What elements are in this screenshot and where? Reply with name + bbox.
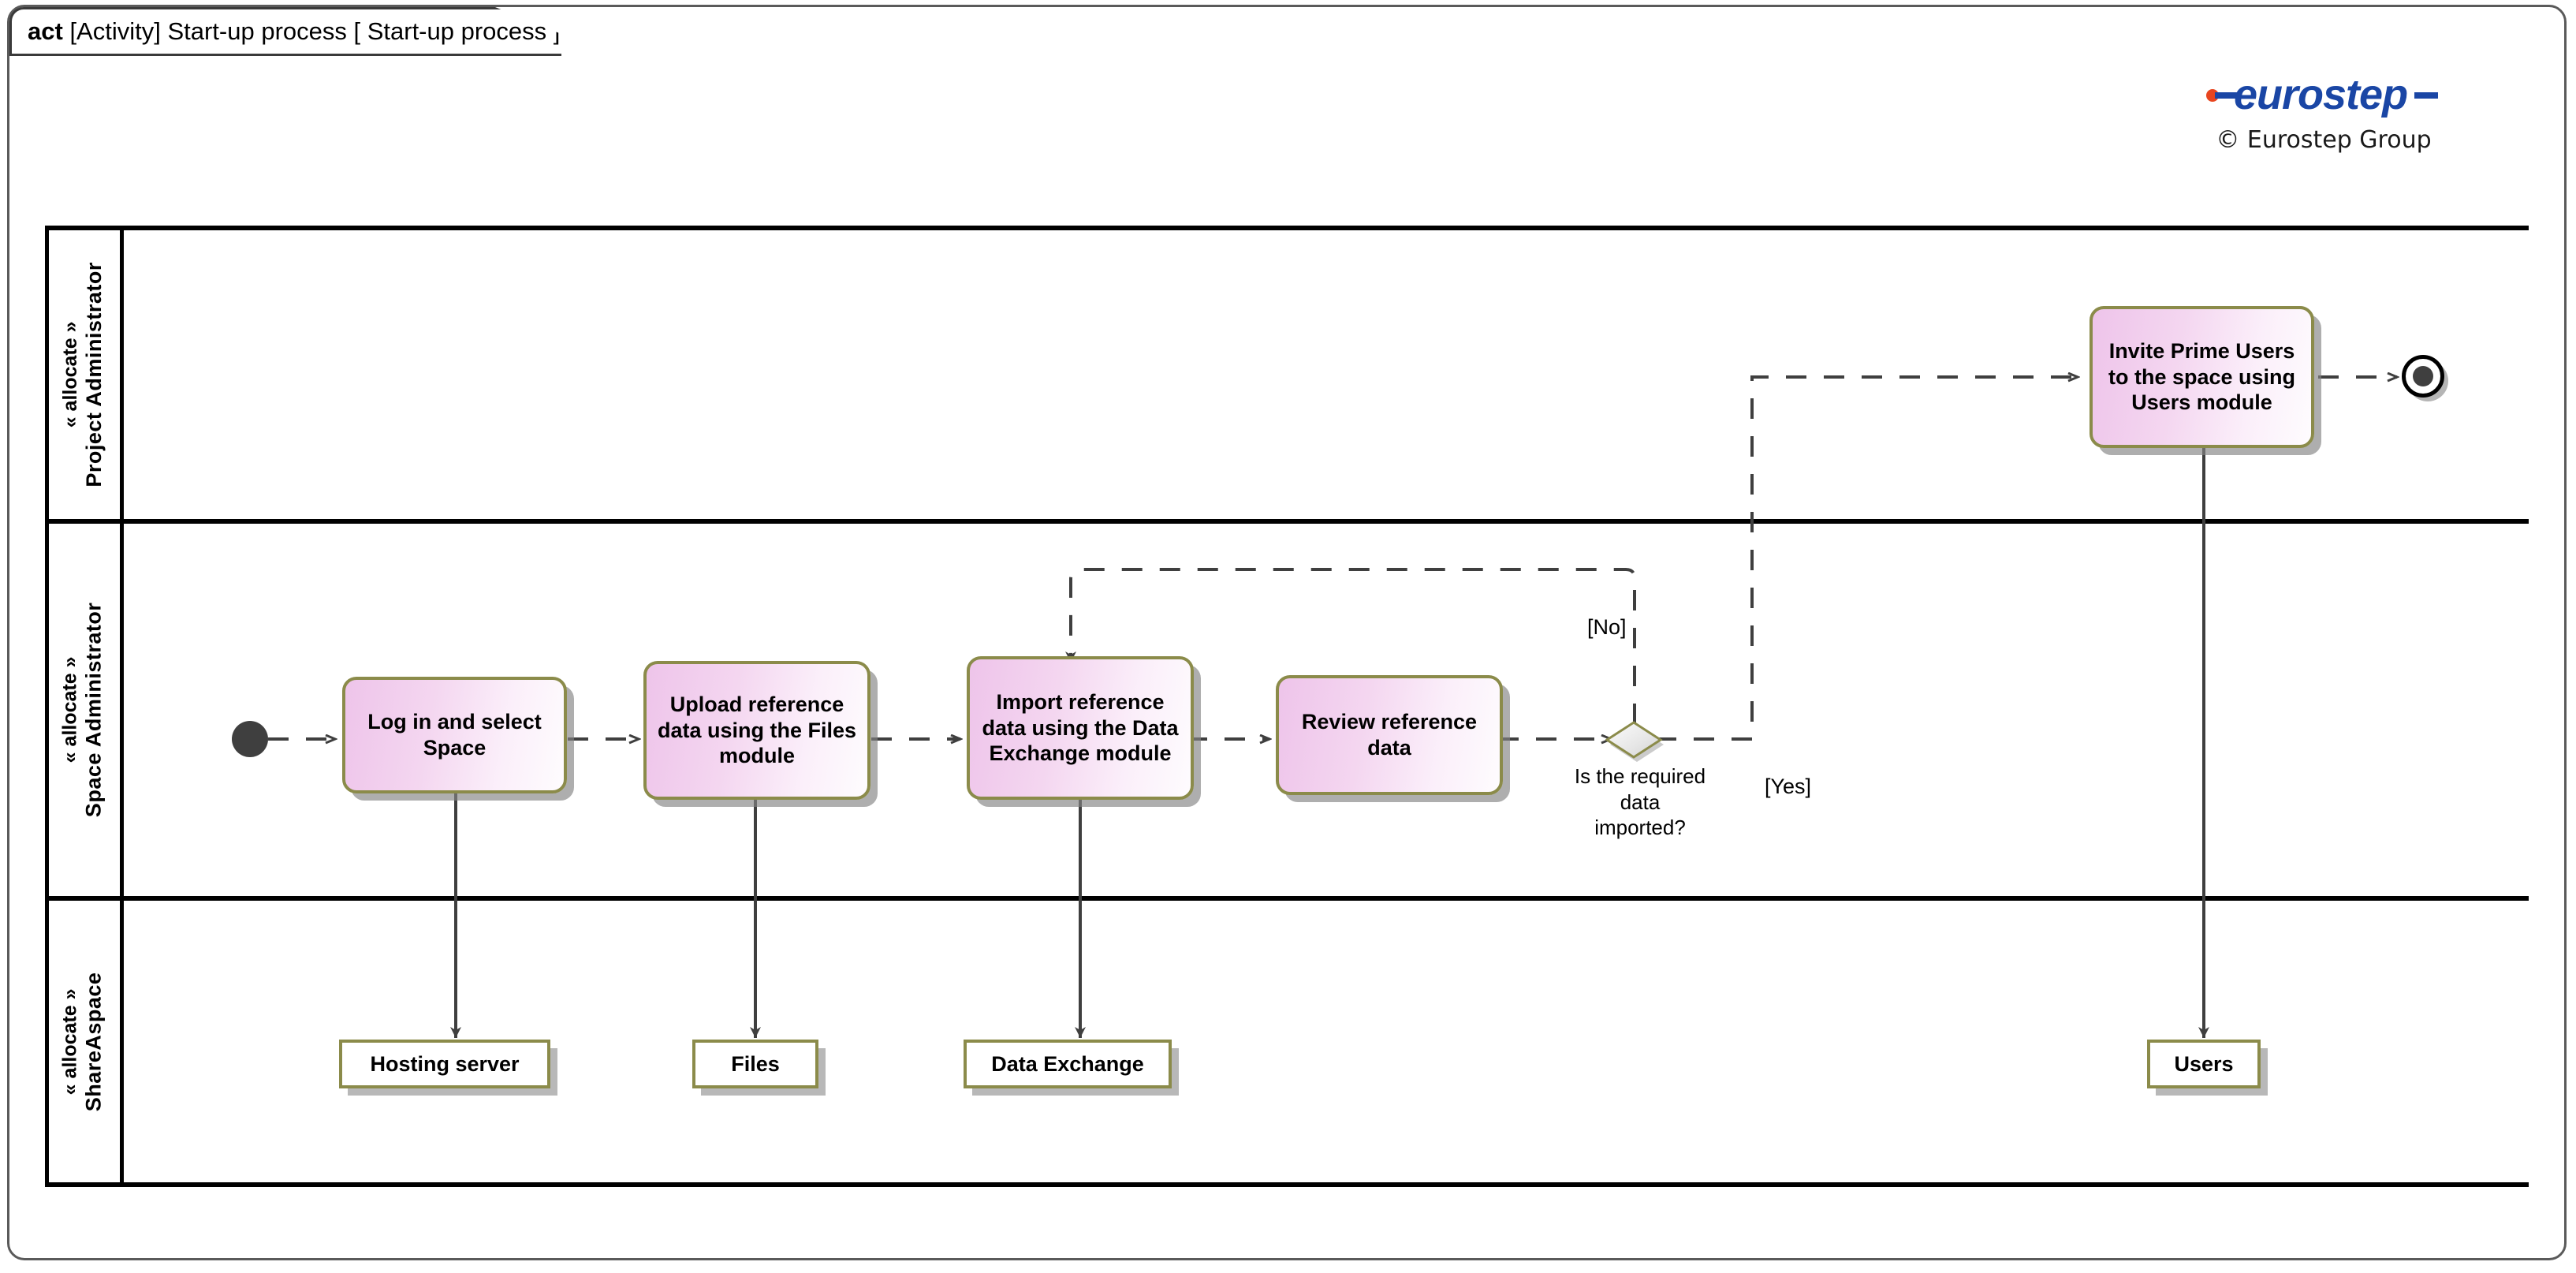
action-label: Upload reference data using the Files mo…: [657, 692, 857, 768]
decision-node[interactable]: [1605, 718, 1672, 763]
object-node-label: Data Exchange: [991, 1051, 1144, 1076]
swimlane-space-administrator: « allocate » Space Administrator: [45, 519, 2529, 896]
action-upload-reference-data[interactable]: Upload reference data using the Files mo…: [643, 661, 870, 800]
swimlane-header-space-administrator: « allocate » Space Administrator: [45, 524, 124, 896]
object-node-users[interactable]: Users: [2147, 1040, 2261, 1088]
final-node-center: [2413, 366, 2433, 386]
diagram-frame: [7, 5, 2567, 1260]
action-label: Log in and select Space: [367, 710, 542, 760]
swimlane-table: « allocate » Project Administrator « all…: [45, 226, 2529, 1187]
lane-left-border: [45, 226, 49, 1187]
action-label: Review reference data: [1301, 710, 1478, 760]
frame-keyword: act: [28, 17, 63, 45]
action-label: Invite Prime Users to the space using Us…: [2108, 338, 2296, 415]
action-review-reference-data[interactable]: Review reference data: [1276, 675, 1503, 795]
swimlane-stereotype: « allocate »: [58, 988, 81, 1095]
eurostep-logo-icon: eurostep: [2206, 71, 2438, 118]
action-log-in-and-select-space[interactable]: Log in and select Space: [342, 677, 567, 793]
guard-yes: [Yes]: [1765, 775, 1812, 798]
brand-logo-block: eurostep © Eurostep Group: [2158, 69, 2489, 154]
frame-tab-text: act [Activity] Start-up process [ Start-…: [12, 17, 560, 46]
guard-no: [No]: [1587, 615, 1627, 639]
diagram-frame-tab: act [Activity] Start-up process [ Start-…: [9, 7, 561, 56]
action-invite-prime-users[interactable]: Invite Prime Users to the space using Us…: [2090, 306, 2314, 448]
object-node-label: Users: [2174, 1051, 2234, 1076]
swimlane-header-project-administrator: « allocate » Project Administrator: [45, 230, 124, 519]
object-node-hosting-server[interactable]: Hosting server: [339, 1040, 550, 1088]
swimlane-stereotype: « allocate »: [58, 656, 81, 763]
swimlane-header-shareaspace: « allocate » ShareAspace: [45, 901, 124, 1182]
swimlane-stereotype: « allocate »: [58, 321, 81, 428]
decision-label: Is the required data imported?: [1574, 764, 1706, 839]
swimlane-project-administrator: « allocate » Project Administrator: [45, 226, 2529, 519]
swimlane-name: Project Administrator: [81, 262, 106, 487]
swimlane-name: ShareAspace: [81, 972, 106, 1111]
object-node-files[interactable]: Files: [692, 1040, 818, 1088]
swimlane-shareaspace: « allocate » ShareAspace: [45, 896, 2529, 1187]
copyright-text: © Eurostep Group: [2216, 126, 2432, 154]
initial-node: [232, 721, 268, 757]
object-node-label: Hosting server: [370, 1051, 520, 1076]
object-node-label: Files: [731, 1051, 780, 1076]
action-import-reference-data[interactable]: Import reference data using the Data Exc…: [967, 656, 1194, 800]
action-label: Import reference data using the Data Exc…: [982, 689, 1179, 766]
activity-final-node: [2402, 355, 2444, 398]
frame-title: [Activity] Start-up process [ Start-up p…: [69, 17, 561, 45]
swimlane-name: Space Administrator: [81, 602, 106, 818]
object-node-data-exchange[interactable]: Data Exchange: [964, 1040, 1172, 1088]
svg-text:eurostep: eurostep: [2234, 71, 2407, 118]
